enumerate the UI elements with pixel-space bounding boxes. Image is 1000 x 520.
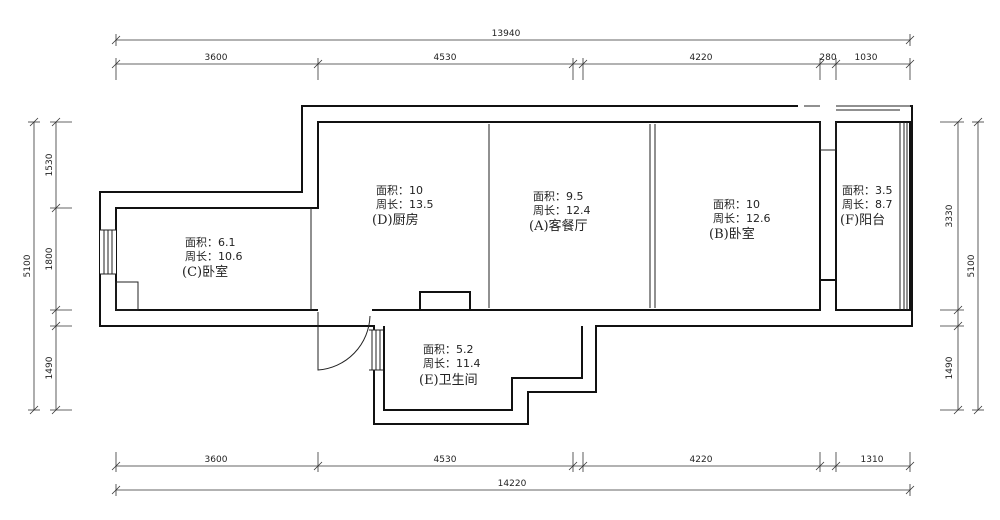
room-f-area: 面积：3.5 xyxy=(842,184,893,197)
room-b-perimeter: 周长：12.6 xyxy=(713,212,771,225)
bottom-dimensions: 3600 4530 4220 1310 14220 xyxy=(111,452,915,496)
room-c-perimeter: 周长：10.6 xyxy=(185,250,243,263)
room-c-name: (C)卧室 xyxy=(182,264,228,280)
top-dim-1: 3600 xyxy=(205,53,228,63)
room-f-label: 面积：3.5 周长：8.7 (F)阳台 xyxy=(840,184,893,228)
right-dim-2: 1490 xyxy=(945,356,955,379)
room-e-name: (E)卫生间 xyxy=(419,373,478,388)
room-d-label: 面积：10 周长：13.5 (D)厨房 xyxy=(372,184,434,228)
bottom-total-label: 14220 xyxy=(498,479,527,489)
right-dimensions: 3330 1490 5100 xyxy=(940,117,984,415)
room-f-name: (F)阳台 xyxy=(840,213,885,228)
bottom-dim-3: 4220 xyxy=(690,455,713,465)
room-b-name: (B)卧室 xyxy=(709,226,755,242)
top-dimensions: 13940 3600 4530 4220 280 1030 xyxy=(111,29,915,80)
room-a-label: 面积：9.5 周长：12.4 (A)客餐厅 xyxy=(529,190,591,234)
top-total-label: 13940 xyxy=(492,29,521,39)
left-dim-2: 1800 xyxy=(45,247,55,270)
top-dim-2: 4530 xyxy=(434,53,457,63)
top-dim-3: 4220 xyxy=(690,53,713,63)
bottom-dim-2: 4530 xyxy=(434,455,457,465)
room-e-perimeter: 周长：11.4 xyxy=(423,357,481,370)
bottom-dim-1: 3600 xyxy=(205,455,228,465)
room-a-perimeter: 周长：12.4 xyxy=(533,204,591,217)
left-dim-1: 1530 xyxy=(45,153,55,176)
left-dimensions: 5100 1530 1800 1490 xyxy=(23,117,72,415)
room-b-area: 面积：10 xyxy=(713,198,760,211)
room-e-label: 面积：5.2 周长：11.4 (E)卫生间 xyxy=(419,343,481,388)
room-e-area: 面积：5.2 xyxy=(423,343,474,356)
room-a-name: (A)客餐厅 xyxy=(529,218,588,234)
room-d-area: 面积：10 xyxy=(376,184,423,197)
top-dim-4: 280 xyxy=(819,53,836,63)
right-total-label: 5100 xyxy=(967,254,977,277)
room-d-perimeter: 周长：13.5 xyxy=(376,198,434,211)
top-dim-5: 1030 xyxy=(855,53,878,63)
room-c-area: 面积：6.1 xyxy=(185,236,236,249)
bottom-dim-4: 1310 xyxy=(861,455,884,465)
left-dim-3: 1490 xyxy=(45,356,55,379)
openings xyxy=(100,101,912,371)
right-dim-1: 3330 xyxy=(945,204,955,227)
room-d-name: (D)厨房 xyxy=(372,212,419,228)
left-total-label: 5100 xyxy=(23,254,33,277)
room-a-area: 面积：9.5 xyxy=(533,190,584,203)
room-c-label: 面积：6.1 周长：10.6 (C)卧室 xyxy=(182,236,243,280)
room-f-perimeter: 周长：8.7 xyxy=(842,198,893,211)
room-b-label: 面积：10 周长：12.6 (B)卧室 xyxy=(709,198,771,242)
